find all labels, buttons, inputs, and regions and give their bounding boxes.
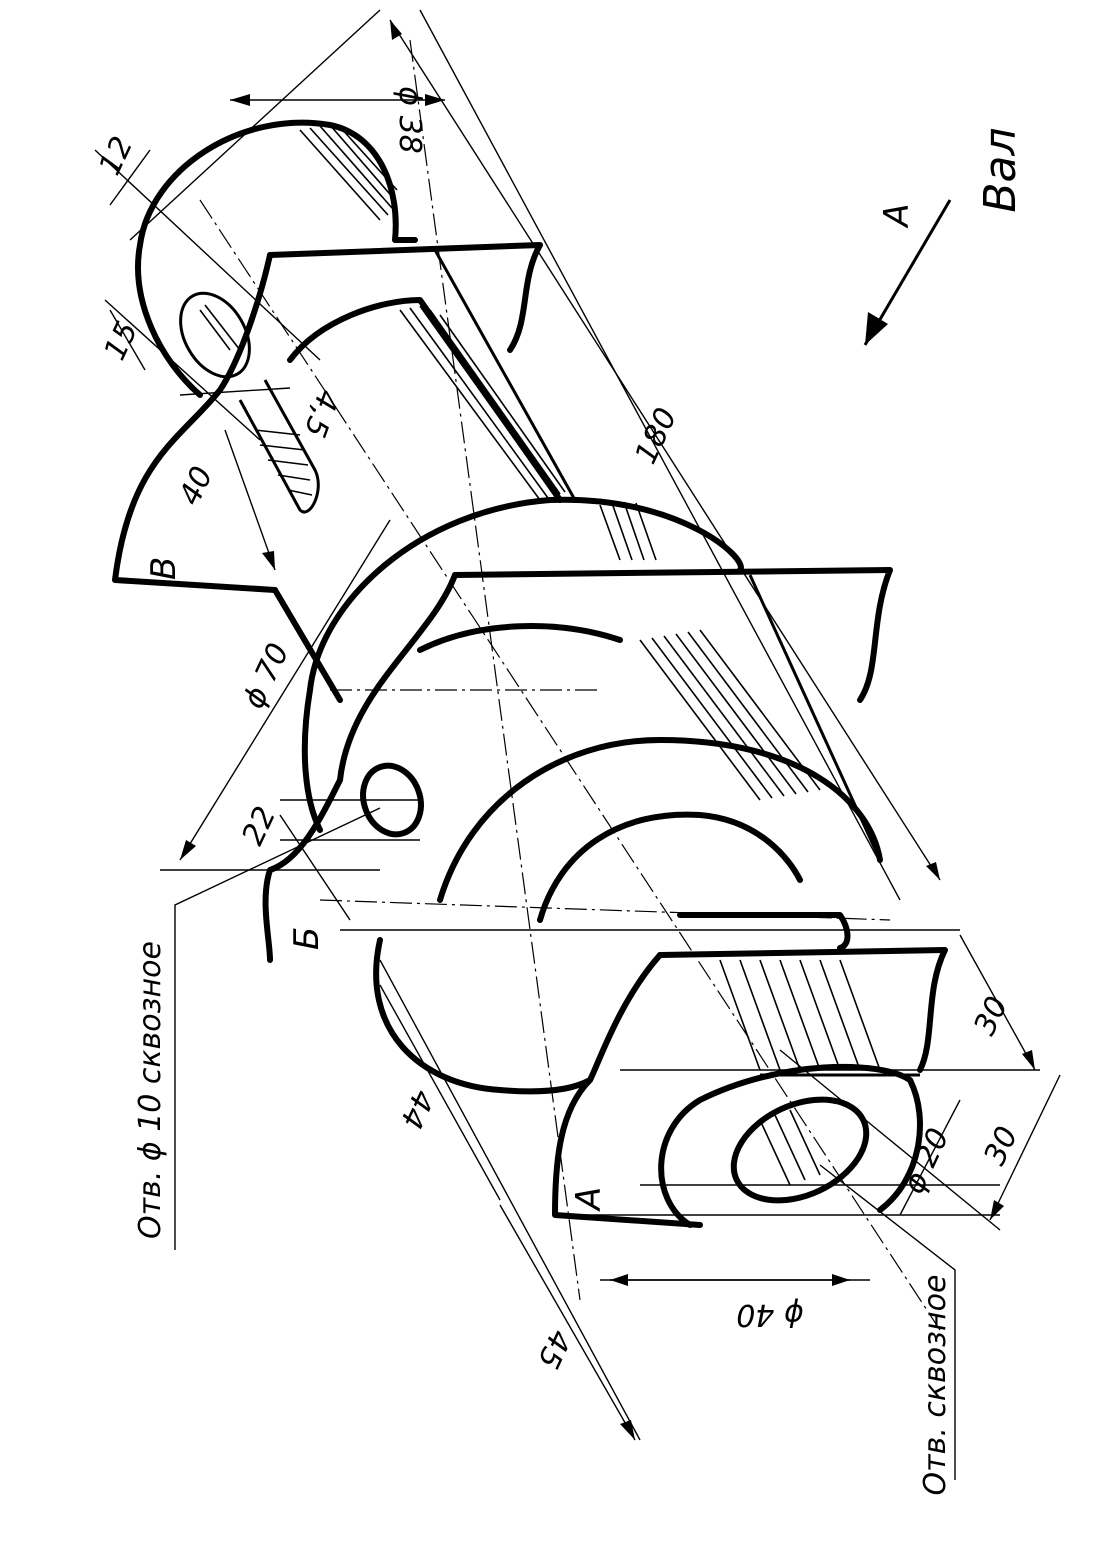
journal-shading <box>299 124 398 221</box>
bore-d20 <box>730 1096 870 1204</box>
drawing-text: Вал А Отв. ϕ 10 сквозное Отв. сквозное В… <box>92 86 1026 1495</box>
journal-end-outline <box>137 119 418 248</box>
keyway-hatching <box>199 304 313 496</box>
journal-d38 <box>135 119 418 514</box>
body-shading <box>399 305 566 501</box>
leader-lines <box>174 807 956 1480</box>
dim-40: 40 <box>172 461 220 510</box>
collar-front-outline <box>307 496 744 693</box>
shaft-body <box>272 297 566 703</box>
extension-lines <box>94 9 1040 1441</box>
view-arrow-label: А <box>877 203 917 228</box>
section-b2-left <box>262 572 458 963</box>
end-block <box>552 912 948 1228</box>
note-hole-d10: Отв. ϕ 10 сквозное <box>133 941 168 1239</box>
section-b2-inner-arc <box>417 623 623 653</box>
collar-lower-outline <box>301 687 323 833</box>
section-b-plane <box>112 242 577 593</box>
view-arrow <box>863 199 952 346</box>
drawing-title: Вал <box>975 127 1026 212</box>
end-block-left <box>552 952 703 1228</box>
section-b-edge <box>433 249 577 501</box>
dim-22: 22 <box>235 801 283 850</box>
section-b-left <box>112 252 278 593</box>
end-block-shading <box>719 959 881 1186</box>
dim-44: 44 <box>393 1084 441 1133</box>
end-block-top <box>657 947 948 1073</box>
flange-top-outline <box>437 737 883 903</box>
section-label-a: А <box>569 1187 609 1212</box>
section-b2-shading <box>639 629 821 801</box>
dim-d40: ϕ 40 <box>736 1297 804 1332</box>
view-arrow-head <box>865 312 888 345</box>
leader-bore <box>819 1164 956 1480</box>
collar-d70 <box>301 496 744 833</box>
dim-30-top: 30 <box>967 991 1015 1040</box>
section-label-b: Б <box>287 927 327 950</box>
dim-4-5: 4,5 <box>296 385 345 442</box>
section-b2-top <box>452 567 893 703</box>
flange-bottom-outline <box>373 937 593 1095</box>
dim-d70: ϕ 70 <box>236 638 296 714</box>
section-label-v: В <box>144 557 184 580</box>
journal-lower-outline <box>135 242 203 398</box>
keyway-end <box>179 291 251 379</box>
section-b-top <box>267 242 543 353</box>
body-bottom-outline <box>272 587 343 703</box>
keyway-slot <box>238 379 320 514</box>
leader-hole-d10 <box>174 807 381 1250</box>
body-top-outline <box>287 297 563 503</box>
dim-45: 45 <box>530 1324 578 1373</box>
collar-shading <box>599 501 657 561</box>
flange-inner-arc <box>537 811 803 923</box>
dimension-arrows <box>180 20 1035 1440</box>
note-through-bore: Отв. сквозное <box>918 1275 953 1496</box>
flange <box>373 737 883 1095</box>
end-face-outline <box>658 1063 923 1228</box>
cross-hole-d10 <box>360 762 424 838</box>
dimension-lines <box>109 19 1061 1441</box>
dim-d38: ϕ 38 <box>392 86 427 154</box>
end-block-step <box>677 912 851 951</box>
main-axis-line <box>199 199 941 1331</box>
